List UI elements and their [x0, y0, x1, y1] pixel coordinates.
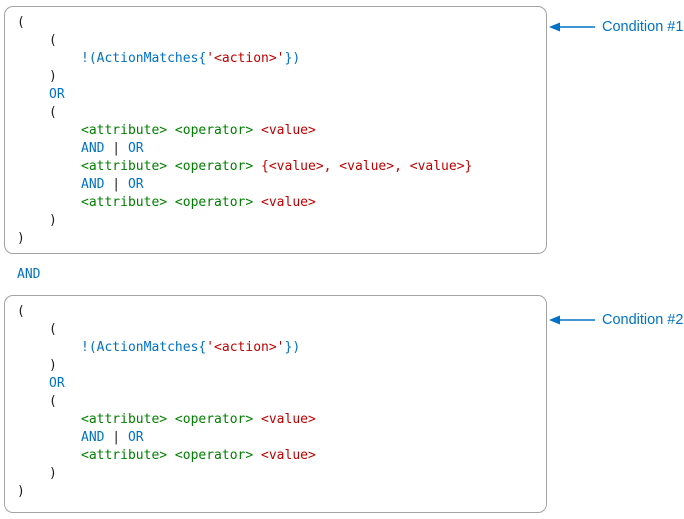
code-line: (: [49, 105, 57, 120]
code-line: AND | OR: [81, 141, 144, 156]
condition-2-callout: Condition #2: [549, 311, 683, 329]
code-line: AND | OR: [81, 177, 144, 192]
code-line: (: [17, 304, 25, 319]
code-line: ): [49, 69, 57, 84]
code-line: (: [49, 33, 57, 48]
code-line: <attribute> <operator> {<value>, <value>…: [81, 159, 473, 174]
code-line: !(ActionMatches{'<action>'}): [81, 51, 301, 66]
code-line: OR: [49, 376, 65, 391]
code-line: ): [17, 231, 25, 246]
left-arrow-icon: [549, 22, 595, 32]
code-line: (: [49, 322, 57, 337]
condition-box-1: ( ( !(ActionMatches{'<action>'})) OR ( <attri…: [4, 6, 547, 254]
condition-1-callout: Condition #1: [549, 18, 683, 36]
code-line: (: [49, 394, 57, 409]
code-line: <attribute> <operator> <value>: [81, 195, 316, 210]
code-line: AND | OR: [81, 430, 144, 445]
code-line: ): [17, 484, 25, 499]
code-line: ): [49, 358, 57, 373]
condition-box-2: ( ( !(ActionMatches{'<action>'})) OR ( <attri…: [4, 295, 547, 513]
condition-2-code: ( ( !(ActionMatches{'<action>'})) OR ( <attri…: [5, 296, 546, 508]
code-line: (: [17, 15, 25, 30]
condition-1-label: Condition #1: [602, 19, 684, 35]
left-arrow-icon: [549, 315, 595, 325]
code-line: ): [49, 466, 57, 481]
code-line: ): [49, 213, 57, 228]
code-line: <attribute> <operator> <value>: [81, 448, 316, 463]
code-line: !(ActionMatches{'<action>'}): [81, 340, 301, 355]
code-line: <attribute> <operator> <value>: [81, 123, 316, 138]
code-line: OR: [49, 87, 65, 102]
code-line: <attribute> <operator> <value>: [81, 412, 316, 427]
and-connector-label: AND: [17, 267, 41, 282]
condition-1-code: ( ( !(ActionMatches{'<action>'})) OR ( <attri…: [5, 7, 546, 255]
condition-2-label: Condition #2: [602, 312, 684, 328]
